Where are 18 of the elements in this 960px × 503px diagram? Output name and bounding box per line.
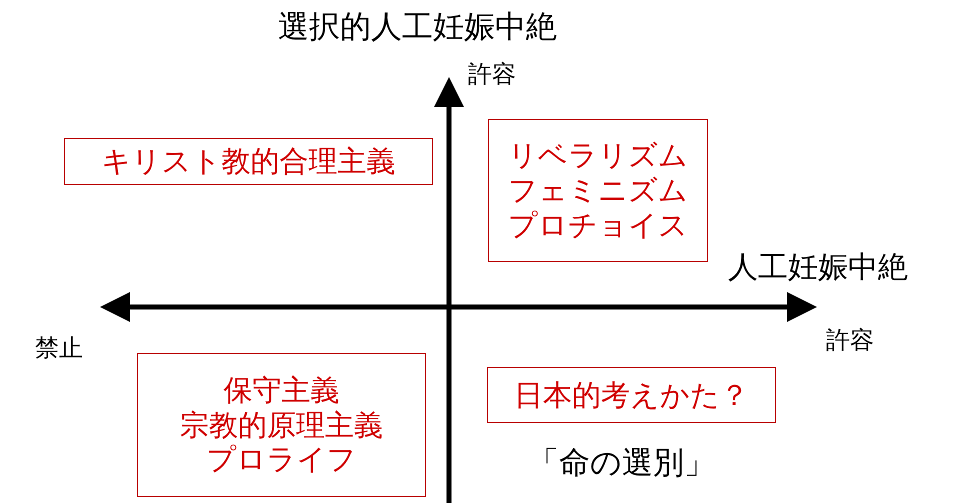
box-text: プロチョイス — [508, 208, 688, 243]
box-text: キリスト教的合理主義 — [102, 144, 396, 179]
box-text: 宗教的原理主義 — [180, 408, 383, 442]
box-text: 日本的考えかた？ — [514, 378, 749, 412]
axis-title: 人工妊娠中絶 — [728, 253, 908, 283]
text-box — [137, 353, 426, 497]
box-text: プロライフ — [206, 442, 356, 478]
note-text: 「命の選別」 — [528, 448, 715, 479]
axis-title: 選択的人工妊娠中絶 — [278, 12, 557, 43]
box-text: 保守主義 — [224, 372, 340, 408]
text-box — [487, 367, 776, 423]
axis-end-label: 許容 — [468, 62, 516, 86]
text-box — [488, 119, 708, 262]
text-box — [64, 138, 433, 185]
box-text: フェミニズム — [508, 173, 688, 208]
axis-end-label: 許容 — [826, 328, 874, 352]
box-text: リベラリズム — [508, 138, 688, 174]
axis-end-label: 禁止 — [35, 336, 83, 360]
